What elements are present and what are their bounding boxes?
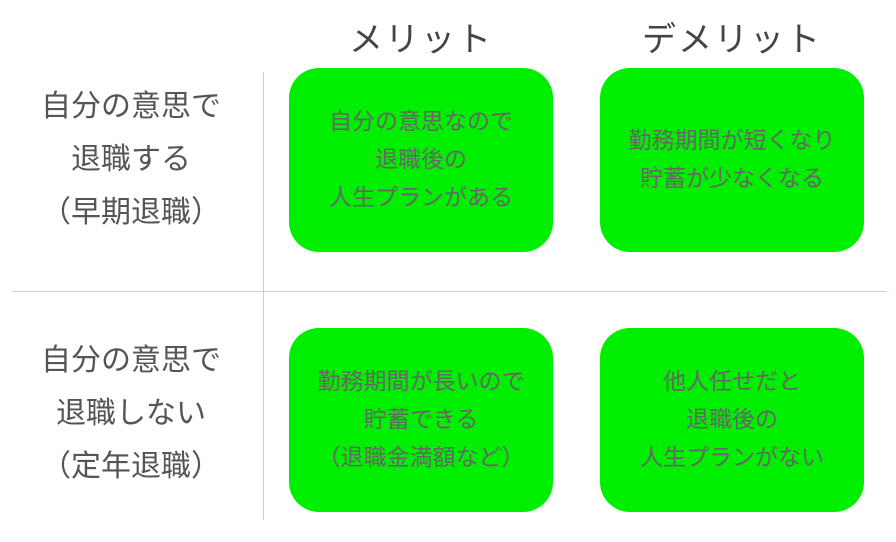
cell-line: 退職後の <box>375 147 467 173</box>
column-header-demerit: デメリット <box>642 20 822 60</box>
column-header-merit: メリット <box>349 20 493 60</box>
cell-line: 自分の意思なので <box>329 109 513 135</box>
cell-text: 勤務期間が短くなり 貯蓄が少なくなる <box>629 122 836 198</box>
row-header-line: 退職しない <box>56 396 206 431</box>
row-header-line: 退職する <box>71 142 191 177</box>
cell-late-merit: 勤務期間が長いので 貯蓄できる （退職金満額など） <box>289 328 553 512</box>
cell-line: 退職後の <box>686 407 778 433</box>
cell-line: （退職金満額など） <box>317 445 525 471</box>
cell-line: 勤務期間が長いので <box>317 369 525 395</box>
cell-line: 貯蓄できる <box>363 407 479 433</box>
row-header-line: （早期退職） <box>41 195 221 230</box>
cell-early-demerit: 勤務期間が短くなり 貯蓄が少なくなる <box>600 68 864 252</box>
row-header-line: 自分の意思で <box>41 89 221 124</box>
cell-text: 勤務期間が長いので 貯蓄できる （退職金満額など） <box>318 363 525 477</box>
cell-line: 勤務期間が短くなり <box>628 128 836 154</box>
cell-text: 自分の意思なので 退職後の 人生プランがある <box>329 103 513 217</box>
cell-line: 他人任せだと <box>663 369 801 395</box>
row-header-line: 自分の意思で <box>41 343 221 378</box>
horizontal-divider <box>12 291 886 292</box>
row-header-mandatory-retirement: 自分の意思で 退職しない （定年退職） <box>0 334 262 493</box>
cell-line: 貯蓄が少なくなる <box>640 166 824 192</box>
cell-early-merit: 自分の意思なので 退職後の 人生プランがある <box>289 68 553 252</box>
cell-late-demerit: 他人任せだと 退職後の 人生プランがない <box>600 328 864 512</box>
row-header-line: （定年退職） <box>41 449 221 484</box>
vertical-divider <box>263 72 264 520</box>
cell-text: 他人任せだと 退職後の 人生プランがない <box>640 363 824 477</box>
cell-line: 人生プランがない <box>640 445 824 471</box>
row-header-early-retirement: 自分の意思で 退職する （早期退職） <box>0 80 262 239</box>
cell-line: 人生プランがある <box>329 185 513 211</box>
